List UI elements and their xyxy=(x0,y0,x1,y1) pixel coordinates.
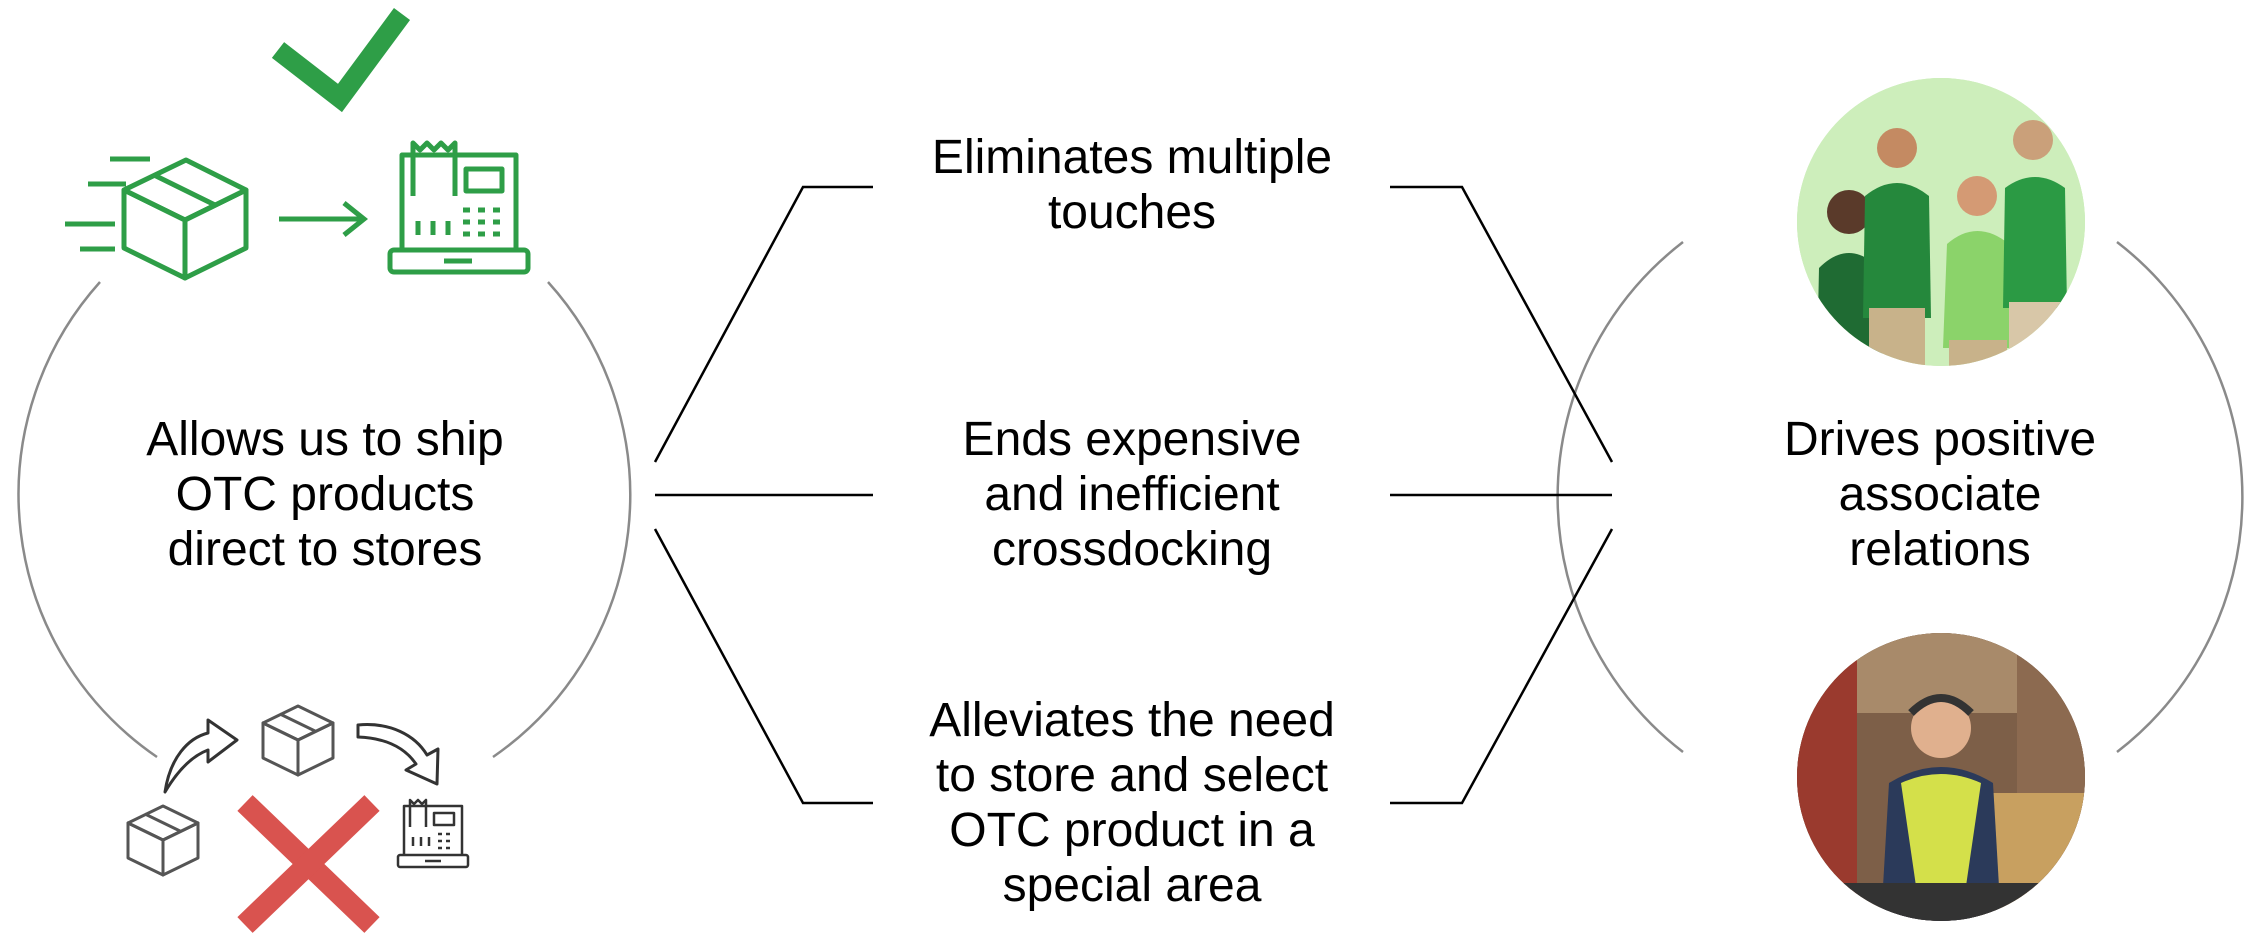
store-associates-illustration xyxy=(1797,78,2085,366)
check-icon xyxy=(271,8,411,113)
middle-bottom-text: Alleviates the need to store and select … xyxy=(882,693,1382,913)
x-icon xyxy=(237,795,380,933)
middle-bottom-line-1: Alleviates the need xyxy=(929,694,1335,747)
right-circle-text: Drives positive associate relations xyxy=(1690,412,2190,577)
small-box-top-icon xyxy=(261,704,335,777)
left-arc-left xyxy=(17,281,158,759)
small-register-icon xyxy=(396,798,470,869)
warehouse-worker-photo xyxy=(1797,633,2085,921)
arrow-right-icon xyxy=(279,201,369,237)
middle-bottom-line-4: special area xyxy=(1002,859,1262,912)
left-arc-right xyxy=(492,281,632,759)
right-arc-left xyxy=(1556,241,1684,753)
right-line-3: relations xyxy=(1849,523,2031,576)
connector-right-bottom xyxy=(1390,528,1614,805)
left-line-3: direct to stores xyxy=(167,523,483,576)
middle-top-text: Eliminates multiple touches xyxy=(882,130,1382,240)
shipping-box-icon xyxy=(65,156,249,281)
left-line-2: OTC products xyxy=(175,468,475,521)
middle-center-line-1: Ends expensive xyxy=(962,413,1302,466)
small-box-icon xyxy=(126,804,200,877)
middle-bottom-line-2: to store and select xyxy=(935,749,1329,802)
curved-arrow-down-icon xyxy=(356,723,440,786)
middle-top-line-1: Eliminates multiple xyxy=(931,131,1333,184)
right-line-1: Drives positive xyxy=(1783,413,2097,466)
warehouse-worker-illustration xyxy=(1797,633,2085,921)
middle-center-line-3: crossdocking xyxy=(991,523,1273,576)
store-associates-photo xyxy=(1797,78,2085,366)
connector-left-top xyxy=(653,185,873,463)
left-circle-text: Allows us to ship OTC products direct to… xyxy=(90,412,560,577)
middle-bottom-line-3: OTC product in a xyxy=(949,804,1315,857)
left-line-1: Allows us to ship xyxy=(146,413,504,466)
connector-left-bottom xyxy=(653,528,873,805)
right-line-2: associate xyxy=(1838,468,2042,521)
right-arc-right xyxy=(2116,241,2244,753)
middle-center-line-2: and inefficient xyxy=(984,468,1280,521)
connector-right-top xyxy=(1390,185,1614,463)
middle-top-line-2: touches xyxy=(1047,186,1217,239)
curved-arrow-up-icon xyxy=(163,718,239,794)
cash-register-icon xyxy=(387,140,531,275)
middle-center-text: Ends expensive and inefficient crossdock… xyxy=(882,412,1382,577)
